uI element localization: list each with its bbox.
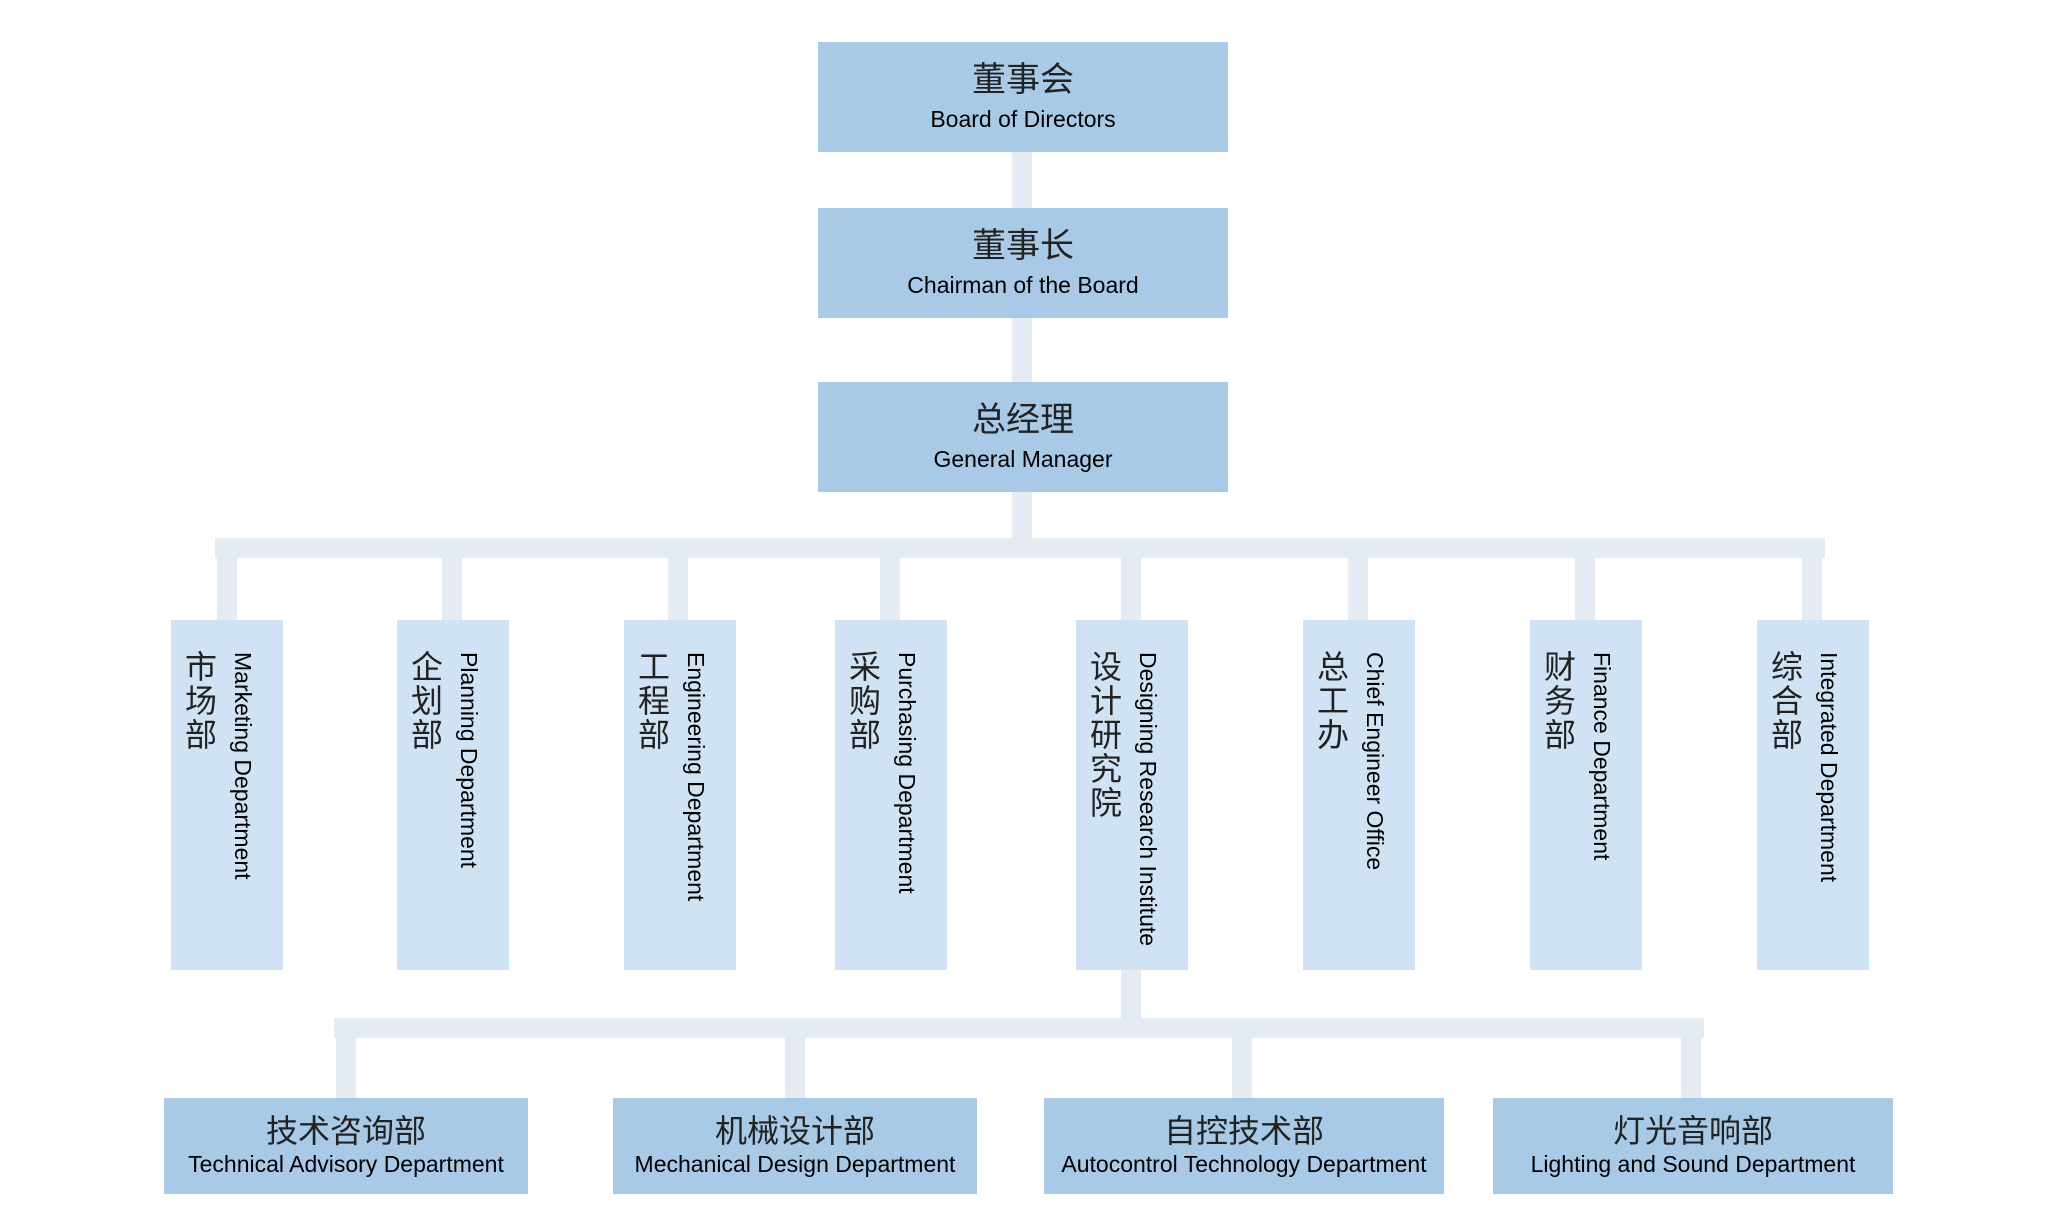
dept-marketing: 市场部 Marketing Department	[171, 620, 283, 970]
chairman-box: 董事长 Chairman of the Board	[818, 208, 1228, 318]
sub-en-label: Lighting and Sound Department	[1530, 1151, 1856, 1177]
connector-sub-drop	[336, 1035, 356, 1098]
connector-dept-bar	[215, 538, 1825, 558]
dept-cn-label: 工程部	[638, 648, 671, 754]
connector-dept-drop	[442, 555, 462, 620]
dept-cn-label: 企划部	[411, 648, 444, 754]
board-cn-label: 董事会	[972, 60, 1074, 100]
gm-cn-label: 总经理	[972, 400, 1074, 440]
connector-sub-bar	[334, 1018, 1704, 1038]
dept-designing-research-institute: 设计研究院 Designing Research Institute	[1076, 620, 1188, 970]
sub-cn-label: 技术咨询部	[265, 1112, 426, 1150]
connector-dept-drop	[668, 555, 688, 620]
sub-en-label: Technical Advisory Department	[188, 1151, 504, 1177]
dept-cn-label: 设计研究院	[1090, 648, 1123, 822]
connector-chairman-gm	[1012, 318, 1032, 382]
board-en-label: Board of Directors	[930, 106, 1116, 132]
connector-dept-drop	[1802, 555, 1822, 620]
dept-cn-label: 总工办	[1317, 648, 1350, 754]
dept-en-label: Purchasing Department	[894, 652, 920, 894]
gm-en-label: General Manager	[933, 446, 1113, 472]
sub-autocontrol-technology: 自控技术部 Autocontrol Technology Department	[1044, 1098, 1444, 1194]
connector-institute-down	[1121, 970, 1141, 1020]
dept-en-label: Engineering Department	[683, 652, 709, 902]
sub-lighting-and-sound: 灯光音响部 Lighting and Sound Department	[1493, 1098, 1893, 1194]
chairman-en-label: Chairman of the Board	[907, 272, 1139, 298]
board-of-directors-box: 董事会 Board of Directors	[818, 42, 1228, 152]
dept-cn-label: 市场部	[185, 648, 218, 754]
sub-technical-advisory: 技术咨询部 Technical Advisory Department	[164, 1098, 528, 1194]
connector-sub-drop	[785, 1035, 805, 1098]
dept-en-label: Marketing Department	[230, 652, 256, 880]
connector-sub-drop	[1681, 1035, 1701, 1098]
connector-board-chairman	[1012, 152, 1032, 208]
sub-cn-label: 灯光音响部	[1612, 1112, 1773, 1150]
dept-planning: 企划部 Planning Department	[397, 620, 509, 970]
dept-en-label: Finance Department	[1589, 652, 1615, 861]
sub-cn-label: 机械设计部	[714, 1112, 875, 1150]
dept-engineering: 工程部 Engineering Department	[624, 620, 736, 970]
dept-integrated: 综合部 Integrated Department	[1757, 620, 1869, 970]
connector-sub-drop	[1232, 1035, 1252, 1098]
dept-en-label: Designing Research Institute	[1135, 652, 1161, 947]
dept-en-label: Planning Department	[456, 652, 482, 869]
sub-cn-label: 自控技术部	[1163, 1112, 1324, 1150]
general-manager-box: 总经理 General Manager	[818, 382, 1228, 492]
connector-dept-drop	[217, 555, 237, 620]
dept-en-label: Integrated Department	[1816, 652, 1842, 883]
dept-cn-label: 采购部	[849, 648, 882, 754]
connector-dept-drop	[880, 555, 900, 620]
chairman-cn-label: 董事长	[972, 226, 1074, 266]
connector-dept-drop	[1575, 555, 1595, 620]
sub-mechanical-design: 机械设计部 Mechanical Design Department	[613, 1098, 977, 1194]
connector-gm-down	[1012, 492, 1032, 540]
dept-purchasing: 采购部 Purchasing Department	[835, 620, 947, 970]
dept-chief-engineer-office: 总工办 Chief Engineer Office	[1303, 620, 1415, 970]
dept-finance: 财务部 Finance Department	[1530, 620, 1642, 970]
dept-en-label: Chief Engineer Office	[1362, 652, 1388, 871]
sub-en-label: Autocontrol Technology Department	[1061, 1151, 1427, 1177]
dept-cn-label: 财务部	[1544, 648, 1577, 754]
connector-dept-drop	[1348, 555, 1368, 620]
dept-cn-label: 综合部	[1771, 648, 1804, 754]
connector-dept-drop	[1121, 555, 1141, 620]
sub-en-label: Mechanical Design Department	[634, 1151, 956, 1177]
